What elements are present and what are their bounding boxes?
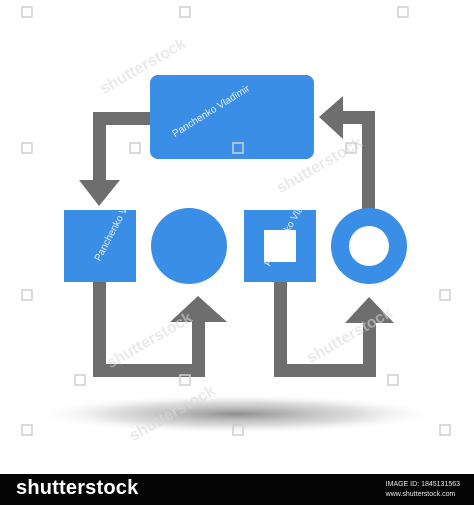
square-node: [64, 210, 136, 282]
watermark-brand-3: shutterstock: [104, 309, 196, 372]
arrow-square-to-circle: [93, 282, 227, 377]
footer-meta: IMAGE ID: 1845131563 www.shutterstock.co…: [386, 480, 460, 500]
footer-bar: shutterstock IMAGE ID: 1845131563 www.sh…: [0, 474, 474, 505]
site-url[interactable]: www.shutterstock.com: [385, 491, 456, 498]
circle-node: [151, 208, 227, 284]
ring-node: [331, 208, 407, 284]
footer-brand-logo[interactable]: shutterstock: [16, 477, 139, 499]
watermark-grid: [21, 6, 451, 436]
square-frame-node: [244, 210, 316, 282]
arrow-frame-to-ring: [274, 282, 394, 377]
ground-shadow: [32, 394, 442, 434]
arrow-ring-to-process: [319, 96, 375, 211]
flowchart-icon: Panchenko Vladimir Panchenko Vladimir Pa…: [21, 6, 451, 445]
watermark-brand-4: shutterstock: [304, 304, 396, 367]
arrow-process-to-square: [79, 112, 153, 206]
image-id-label: IMAGE ID: 1845131563: [385, 481, 460, 488]
process-block: [150, 75, 314, 159]
